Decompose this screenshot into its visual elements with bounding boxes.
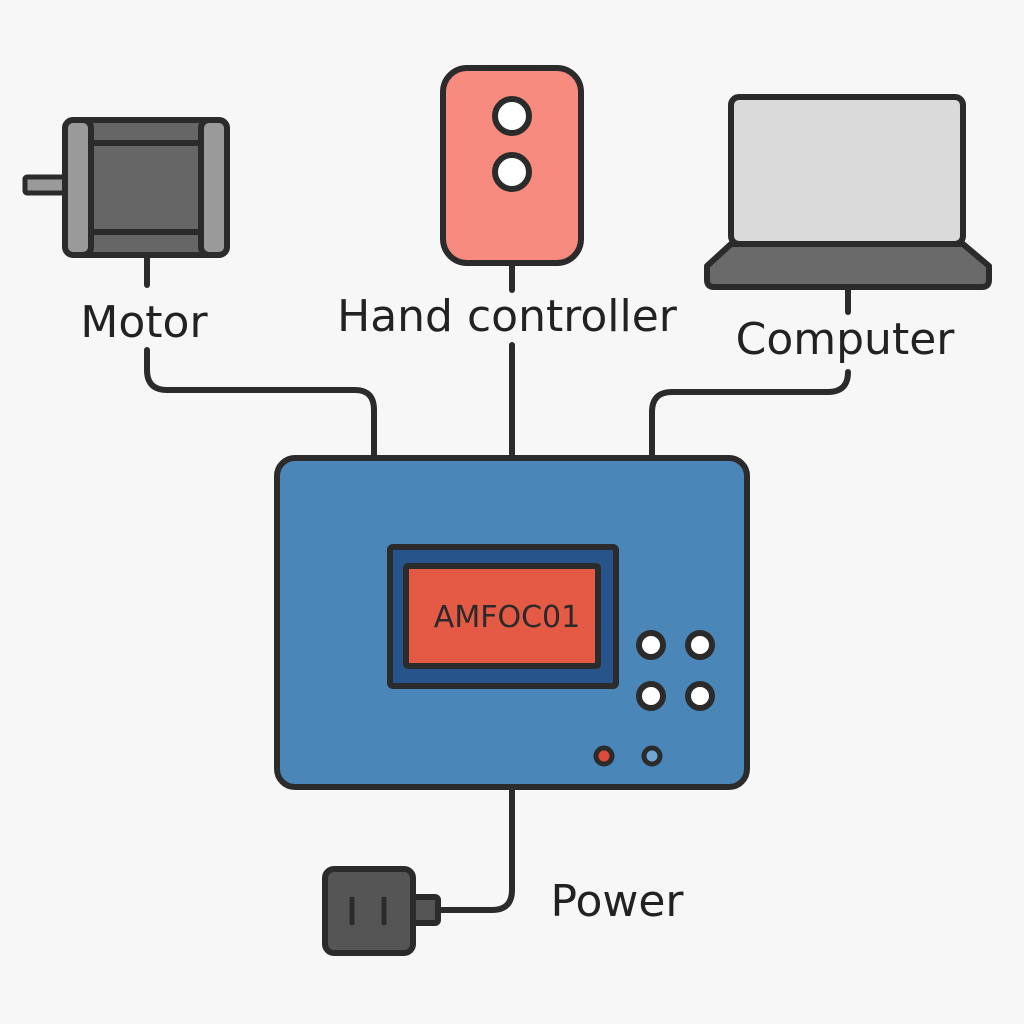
control-button-bottom-right — [685, 681, 715, 711]
status-led-blue — [641, 745, 663, 767]
motor-front-cap — [62, 117, 94, 258]
control-button-bottom-left — [636, 681, 666, 711]
control-button-top-right — [685, 630, 715, 660]
controller-unit — [274, 455, 750, 790]
power-wire — [433, 785, 515, 913]
laptop-base — [704, 241, 992, 290]
power-label: Power — [550, 876, 684, 927]
hand-controller-icon — [440, 65, 584, 266]
motor-wire — [144, 347, 377, 461]
power-plug-icon — [322, 866, 441, 956]
control-button-top-left — [636, 630, 666, 660]
plug-body — [322, 866, 416, 956]
motor-rear-cap — [198, 117, 230, 258]
hand-controller-button-down — [492, 152, 532, 192]
hand-controller-button-up — [492, 96, 532, 136]
computer-wire — [649, 369, 851, 461]
hand-controller-label: Hand controller — [337, 291, 678, 342]
laptop-screen — [728, 94, 966, 247]
status-led-red — [593, 745, 615, 767]
computer-label: Computer — [736, 314, 956, 365]
wires — [144, 252, 851, 913]
display-text: AMFOC01 — [434, 600, 580, 635]
motor-shaft — [22, 174, 70, 196]
stepper-motor-icon — [22, 117, 230, 258]
motor-label: Motor — [80, 297, 208, 348]
laptop-icon — [704, 94, 992, 290]
display-screen — [403, 563, 601, 669]
